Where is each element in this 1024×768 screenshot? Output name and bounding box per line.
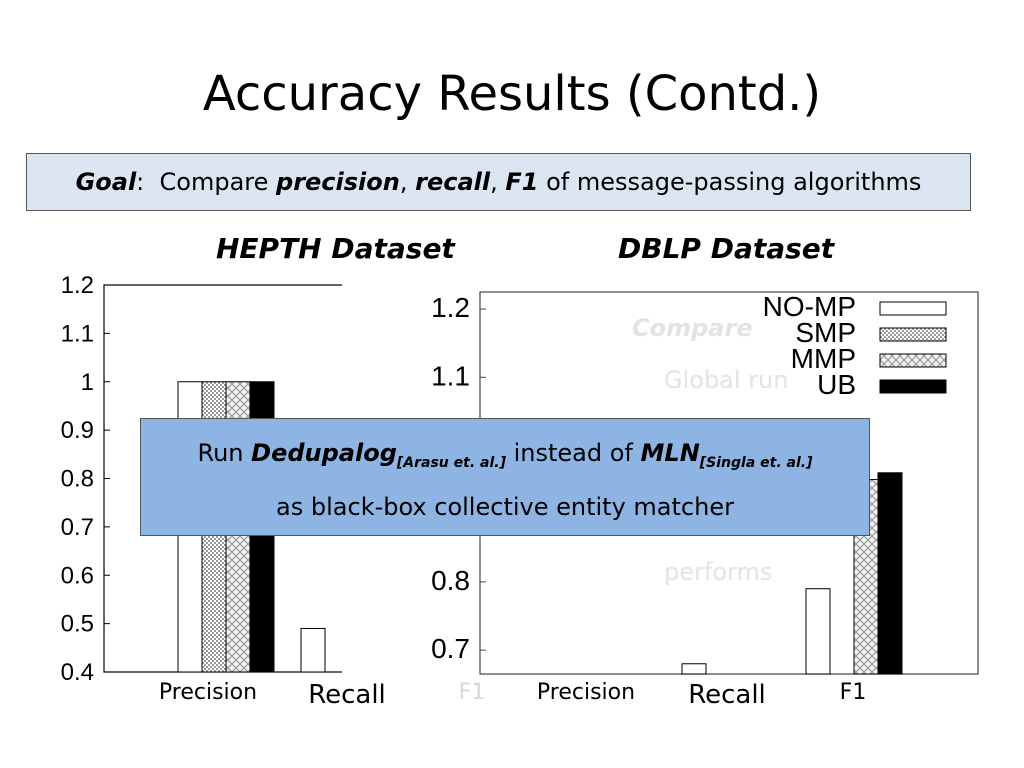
y-tick-label: 0.8 bbox=[431, 565, 470, 596]
bar bbox=[300, 627, 326, 673]
hepth-xlabel-recall: Recall bbox=[308, 680, 386, 710]
y-tick-label: 0.7 bbox=[61, 514, 94, 541]
dblp-xlabel-recall: Recall bbox=[688, 680, 766, 710]
y-tick-label: 0.5 bbox=[61, 611, 94, 638]
goal-comma-1: , bbox=[399, 168, 416, 196]
legend-swatch bbox=[879, 353, 947, 368]
y-tick-label: 0.6 bbox=[61, 562, 94, 589]
dblp-xlabel-precision: Precision bbox=[536, 680, 636, 705]
goal-label: Goal bbox=[75, 168, 137, 196]
bar bbox=[805, 588, 831, 675]
dblp-chart-title: DBLP Dataset bbox=[618, 232, 835, 265]
overlay-run: Run bbox=[197, 439, 252, 467]
legend-label: UB bbox=[817, 369, 856, 400]
y-tick-label: 0.8 bbox=[61, 466, 94, 493]
faded-compare-text: Compare bbox=[632, 314, 753, 342]
hepth-xlabel-f1: F1 bbox=[458, 680, 486, 705]
overlay-line-2: as black-box collective entity matcher bbox=[276, 492, 734, 521]
y-tick-label: 1.1 bbox=[431, 360, 470, 391]
overlay-mln: MLN bbox=[640, 439, 700, 467]
goal-metric-f1: F1 bbox=[505, 168, 539, 196]
goal-sep: : Compare bbox=[136, 168, 277, 196]
y-tick-label: 0.4 bbox=[61, 659, 94, 686]
overlay-callout: Run Dedupalog[Arasu et. al.] instead of … bbox=[140, 418, 870, 536]
legend-swatch bbox=[879, 301, 947, 316]
overlay-instead: instead of bbox=[505, 439, 641, 467]
y-tick-label: 1 bbox=[81, 369, 94, 396]
goal-box: Goal: Compare precision, recall, F1 of m… bbox=[26, 153, 971, 211]
legend-label: SMP bbox=[795, 317, 856, 348]
overlay-cite-singla: [Singla et. al.] bbox=[699, 454, 813, 471]
bar bbox=[877, 472, 903, 675]
faded-performs-text: performs bbox=[664, 558, 773, 586]
legend-label: NO-MP bbox=[763, 291, 856, 322]
bar bbox=[681, 663, 707, 675]
hepth-xlabel-precision: Precision bbox=[158, 680, 258, 705]
y-tick-label: 1.2 bbox=[61, 272, 94, 299]
goal-comma-2: , bbox=[490, 168, 506, 196]
legend-label: MMP bbox=[791, 343, 856, 374]
goal-metric-precision: precision bbox=[276, 168, 400, 196]
y-tick-label: 0.9 bbox=[61, 417, 94, 444]
overlay-line-1: Run Dedupalog[Arasu et. al.] instead of … bbox=[141, 431, 869, 485]
legend-swatch bbox=[879, 379, 947, 394]
hepth-chart-title: HEPTH Dataset bbox=[216, 232, 455, 265]
y-tick-label: 1.2 bbox=[431, 292, 470, 323]
legend-swatch bbox=[879, 327, 947, 342]
dblp-xlabel-f1: F1 bbox=[839, 680, 867, 705]
faded-global-text: Global run bbox=[664, 366, 789, 394]
overlay-cite-arasu: [Arasu et. al.] bbox=[396, 454, 506, 471]
goal-rest: of message-passing algorithms bbox=[538, 168, 922, 196]
slide-title: Accuracy Results (Contd.) bbox=[202, 66, 822, 122]
y-tick-label: 1.1 bbox=[61, 320, 94, 347]
goal-metric-recall: recall bbox=[415, 168, 491, 196]
overlay-dedupalog: Dedupalog bbox=[251, 439, 397, 467]
y-tick-label: 0.7 bbox=[431, 633, 470, 664]
